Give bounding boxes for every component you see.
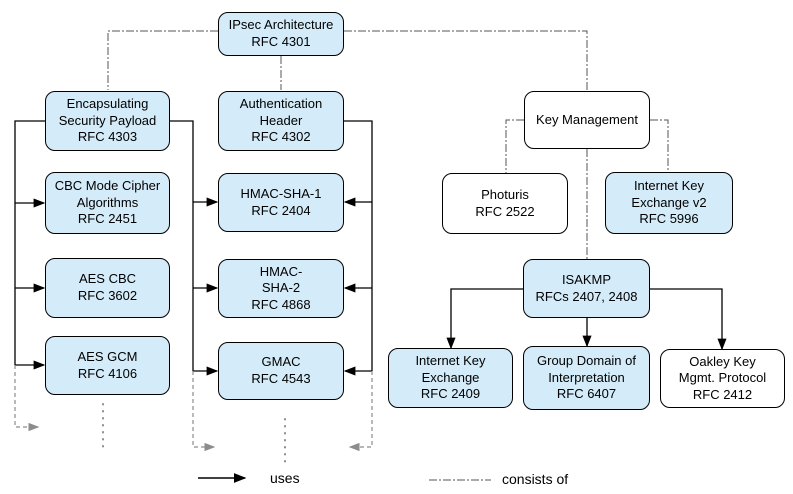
- node-internet-key-exchange: Internet Key Exchange RFC 2409: [388, 348, 513, 408]
- edge-ipsec-km: [107, 30, 218, 90]
- node-key-management: Key Management: [524, 91, 650, 149]
- node-gmac: GMAC RFC 4543: [218, 342, 344, 400]
- node-hmac-sha-2: HMAC- SHA-2 RFC 4868: [218, 259, 344, 318]
- ellipsis-dots: [102, 403, 286, 469]
- edge-km-photuris: [505, 119, 524, 173]
- edge-isakmp-oakley: [650, 288, 727, 351]
- node-aes-gcm: AES GCM RFC 4106: [45, 336, 170, 395]
- node-hmac-sha-1: HMAC-SHA-1 RFC 2404: [218, 173, 344, 232]
- uses-edges: [14, 120, 727, 376]
- continuation-mid: [192, 371, 216, 452]
- node-encapsulating-security-payload: Encapsulating Security Payload RFC 4303: [45, 91, 170, 151]
- edge-km-ikev2: [650, 119, 669, 172]
- trunk-esp-right: [170, 120, 194, 371]
- legend-consists-of-label: consists of: [502, 471, 569, 487]
- consists-of-edges: [107, 30, 669, 259]
- node-ipsec-architecture: IPsec Architecture RFC 4301: [218, 12, 344, 56]
- edge-isakmp-ike: [446, 288, 523, 350]
- continuation-left: [14, 365, 40, 432]
- node-photuris: Photuris RFC 2522: [442, 173, 568, 234]
- node-aes-cbc: AES CBC RFC 3602: [45, 258, 170, 318]
- node-isakmp: ISAKMP RFCs 2407, 2408: [523, 259, 650, 318]
- node-cbc-mode-cipher-algorithms: CBC Mode Cipher Algorithms RFC 2451: [45, 172, 170, 234]
- node-internet-key-exchange-v2: Internet Key Exchange v2 RFC 5996: [605, 172, 733, 234]
- node-oakley-key-mgmt-protocol: Oakley Key Mgmt. Protocol RFC 2412: [660, 349, 785, 408]
- trunk-ah-right: [344, 120, 373, 371]
- trunk-esp-left: [14, 120, 45, 365]
- node-group-domain-of-interpretation: Group Domain of Interpretation RFC 6407: [523, 346, 650, 410]
- continuation-right: [348, 371, 373, 452]
- edge-ipsec-esp: [344, 30, 588, 90]
- continuation-edges: [14, 365, 373, 452]
- node-authentication-header: Authentication Header RFC 4302: [218, 91, 344, 151]
- legend-uses-label: uses: [270, 470, 300, 486]
